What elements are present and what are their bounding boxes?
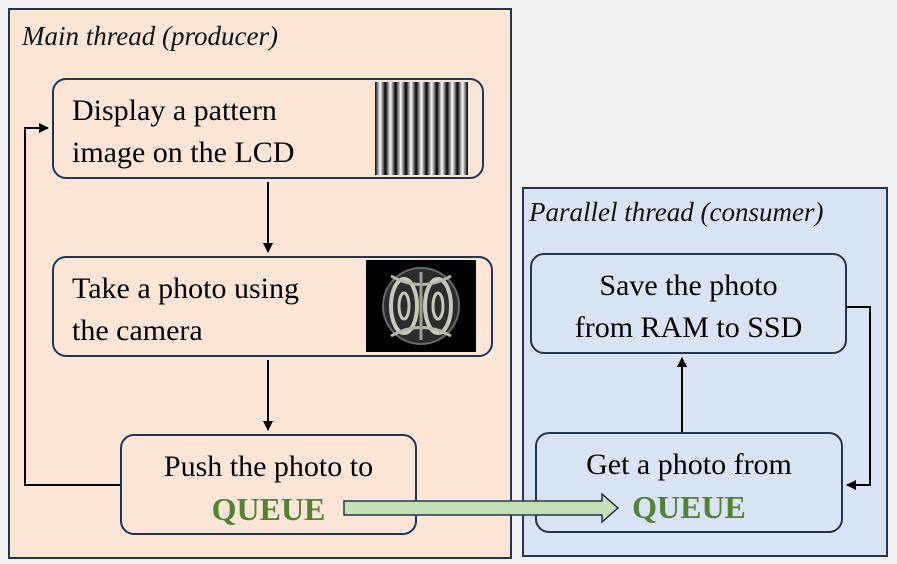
save-step-line-1: Save the photo <box>599 269 778 302</box>
photo-step-line-2: the camera <box>72 314 203 347</box>
main-thread-title: Main thread (producer) <box>22 21 278 51</box>
take-photo-step: Take a photo using the camera <box>52 256 493 357</box>
get-queue-label: QUEUE <box>632 489 746 525</box>
push-photo-step: Push the photo to QUEUE <box>120 434 417 535</box>
display-step-line-1: Display a pattern <box>72 94 277 127</box>
get-step-text: Get a photo from <box>586 448 792 481</box>
display-pattern-step: Display a pattern image on the LCD <box>52 78 484 179</box>
display-step-line-2: image on the LCD <box>72 136 295 169</box>
save-photo-step: Save the photo from RAM to SSD <box>530 253 847 354</box>
push-queue-label: QUEUE <box>211 491 326 527</box>
get-photo-step: Get a photo from QUEUE <box>535 432 843 533</box>
photo-step-line-1: Take a photo using <box>72 272 300 305</box>
push-step-text: Push the photo to <box>163 450 374 483</box>
save-step-line-2: from RAM to SSD <box>574 311 803 344</box>
parallel-thread-title: Parallel thread (consumer) <box>529 197 824 227</box>
